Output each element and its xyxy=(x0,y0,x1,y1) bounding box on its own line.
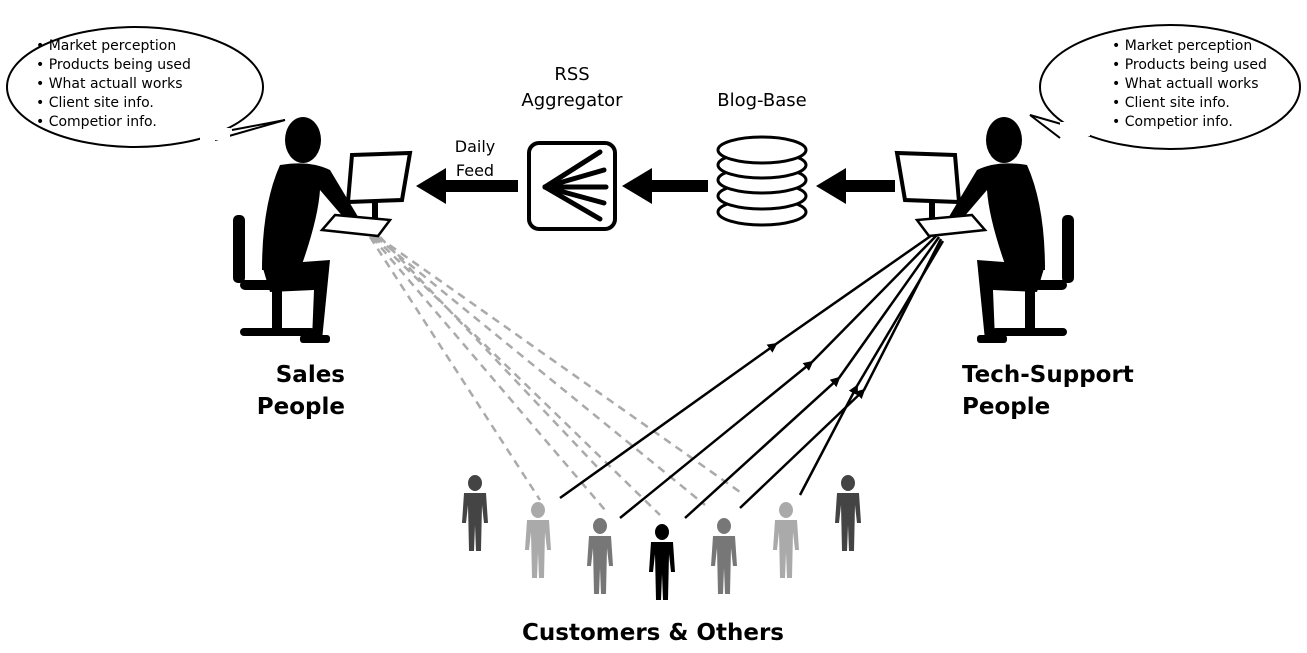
right-speech-bubble: • Market perception • Products being use… xyxy=(1029,24,1301,150)
feed-label-line2: Feed xyxy=(456,161,494,180)
sales-label-line2: People xyxy=(257,394,345,420)
dashed-lines xyxy=(368,235,741,516)
left-bubble-item-2: • Products being used xyxy=(36,57,191,73)
left-bubble-item-1: • Market perception xyxy=(36,38,176,54)
left-speech-bubble: • Market perception • Products being use… xyxy=(6,26,286,148)
sales-person-icon xyxy=(233,117,360,343)
left-bubble-item-4: • Client site info. xyxy=(36,95,154,111)
sales-monitor-icon xyxy=(319,150,413,238)
rss-label-line2: Aggregator xyxy=(521,90,623,111)
customers-group xyxy=(462,475,861,600)
customers-label: Customers & Others xyxy=(522,620,784,646)
right-bubble-item-1: • Market perception xyxy=(1112,38,1252,54)
left-bubble-item-3: • What actuall works xyxy=(36,76,183,92)
tech-support-person-icon xyxy=(947,117,1074,343)
right-bubble-item-3: • What actuall works xyxy=(1112,76,1259,92)
database-icon xyxy=(716,135,808,227)
right-bubble-item-4: • Client site info. xyxy=(1112,95,1230,111)
right-bubble-item-2: • Products being used xyxy=(1112,57,1267,73)
blog-base-label: Blog-Base xyxy=(717,90,806,111)
feed-label-line1: Daily xyxy=(455,137,495,156)
solid-arrows xyxy=(559,231,945,519)
left-bubble-item-5: • Competior info. xyxy=(36,114,157,130)
customer-figure-icon xyxy=(835,475,861,551)
tech-label-line2: People xyxy=(962,394,1050,420)
customer-figure-icon xyxy=(711,518,737,594)
customer-figure-icon xyxy=(525,502,551,578)
customer-figure-icon xyxy=(462,475,488,551)
customer-figure-icon xyxy=(587,518,613,594)
right-bubble-item-5: • Competior info. xyxy=(1112,114,1233,130)
flow-arrows xyxy=(416,168,895,204)
sales-label-line1: Sales xyxy=(276,362,345,388)
tech-label-line1: Tech-Support xyxy=(962,362,1134,388)
customer-figure-icon xyxy=(773,502,799,578)
tech-monitor-icon xyxy=(894,150,988,238)
rss-aggregator-icon xyxy=(527,141,617,231)
customer-figure-icon xyxy=(649,524,675,600)
rss-label-line1: RSS xyxy=(554,64,589,85)
